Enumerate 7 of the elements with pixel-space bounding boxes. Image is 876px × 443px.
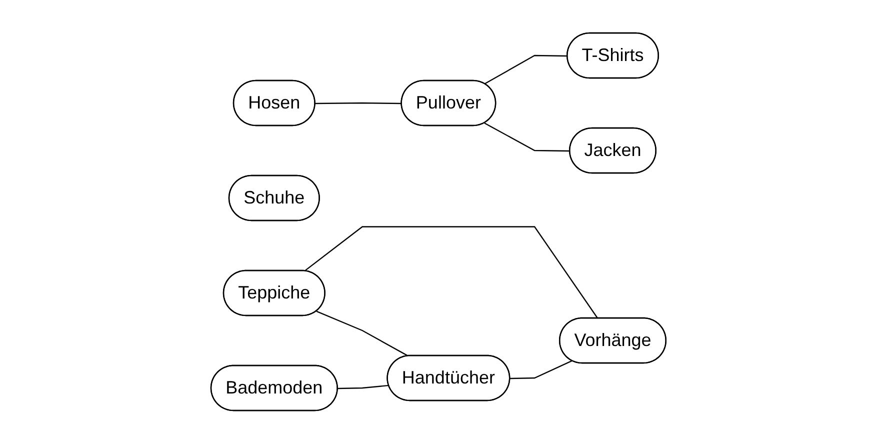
connector [484,54,568,84]
connector [337,384,389,389]
connector [316,310,408,356]
connector [510,360,572,379]
connector [304,226,598,319]
connector [484,122,570,152]
connector [314,102,402,104]
